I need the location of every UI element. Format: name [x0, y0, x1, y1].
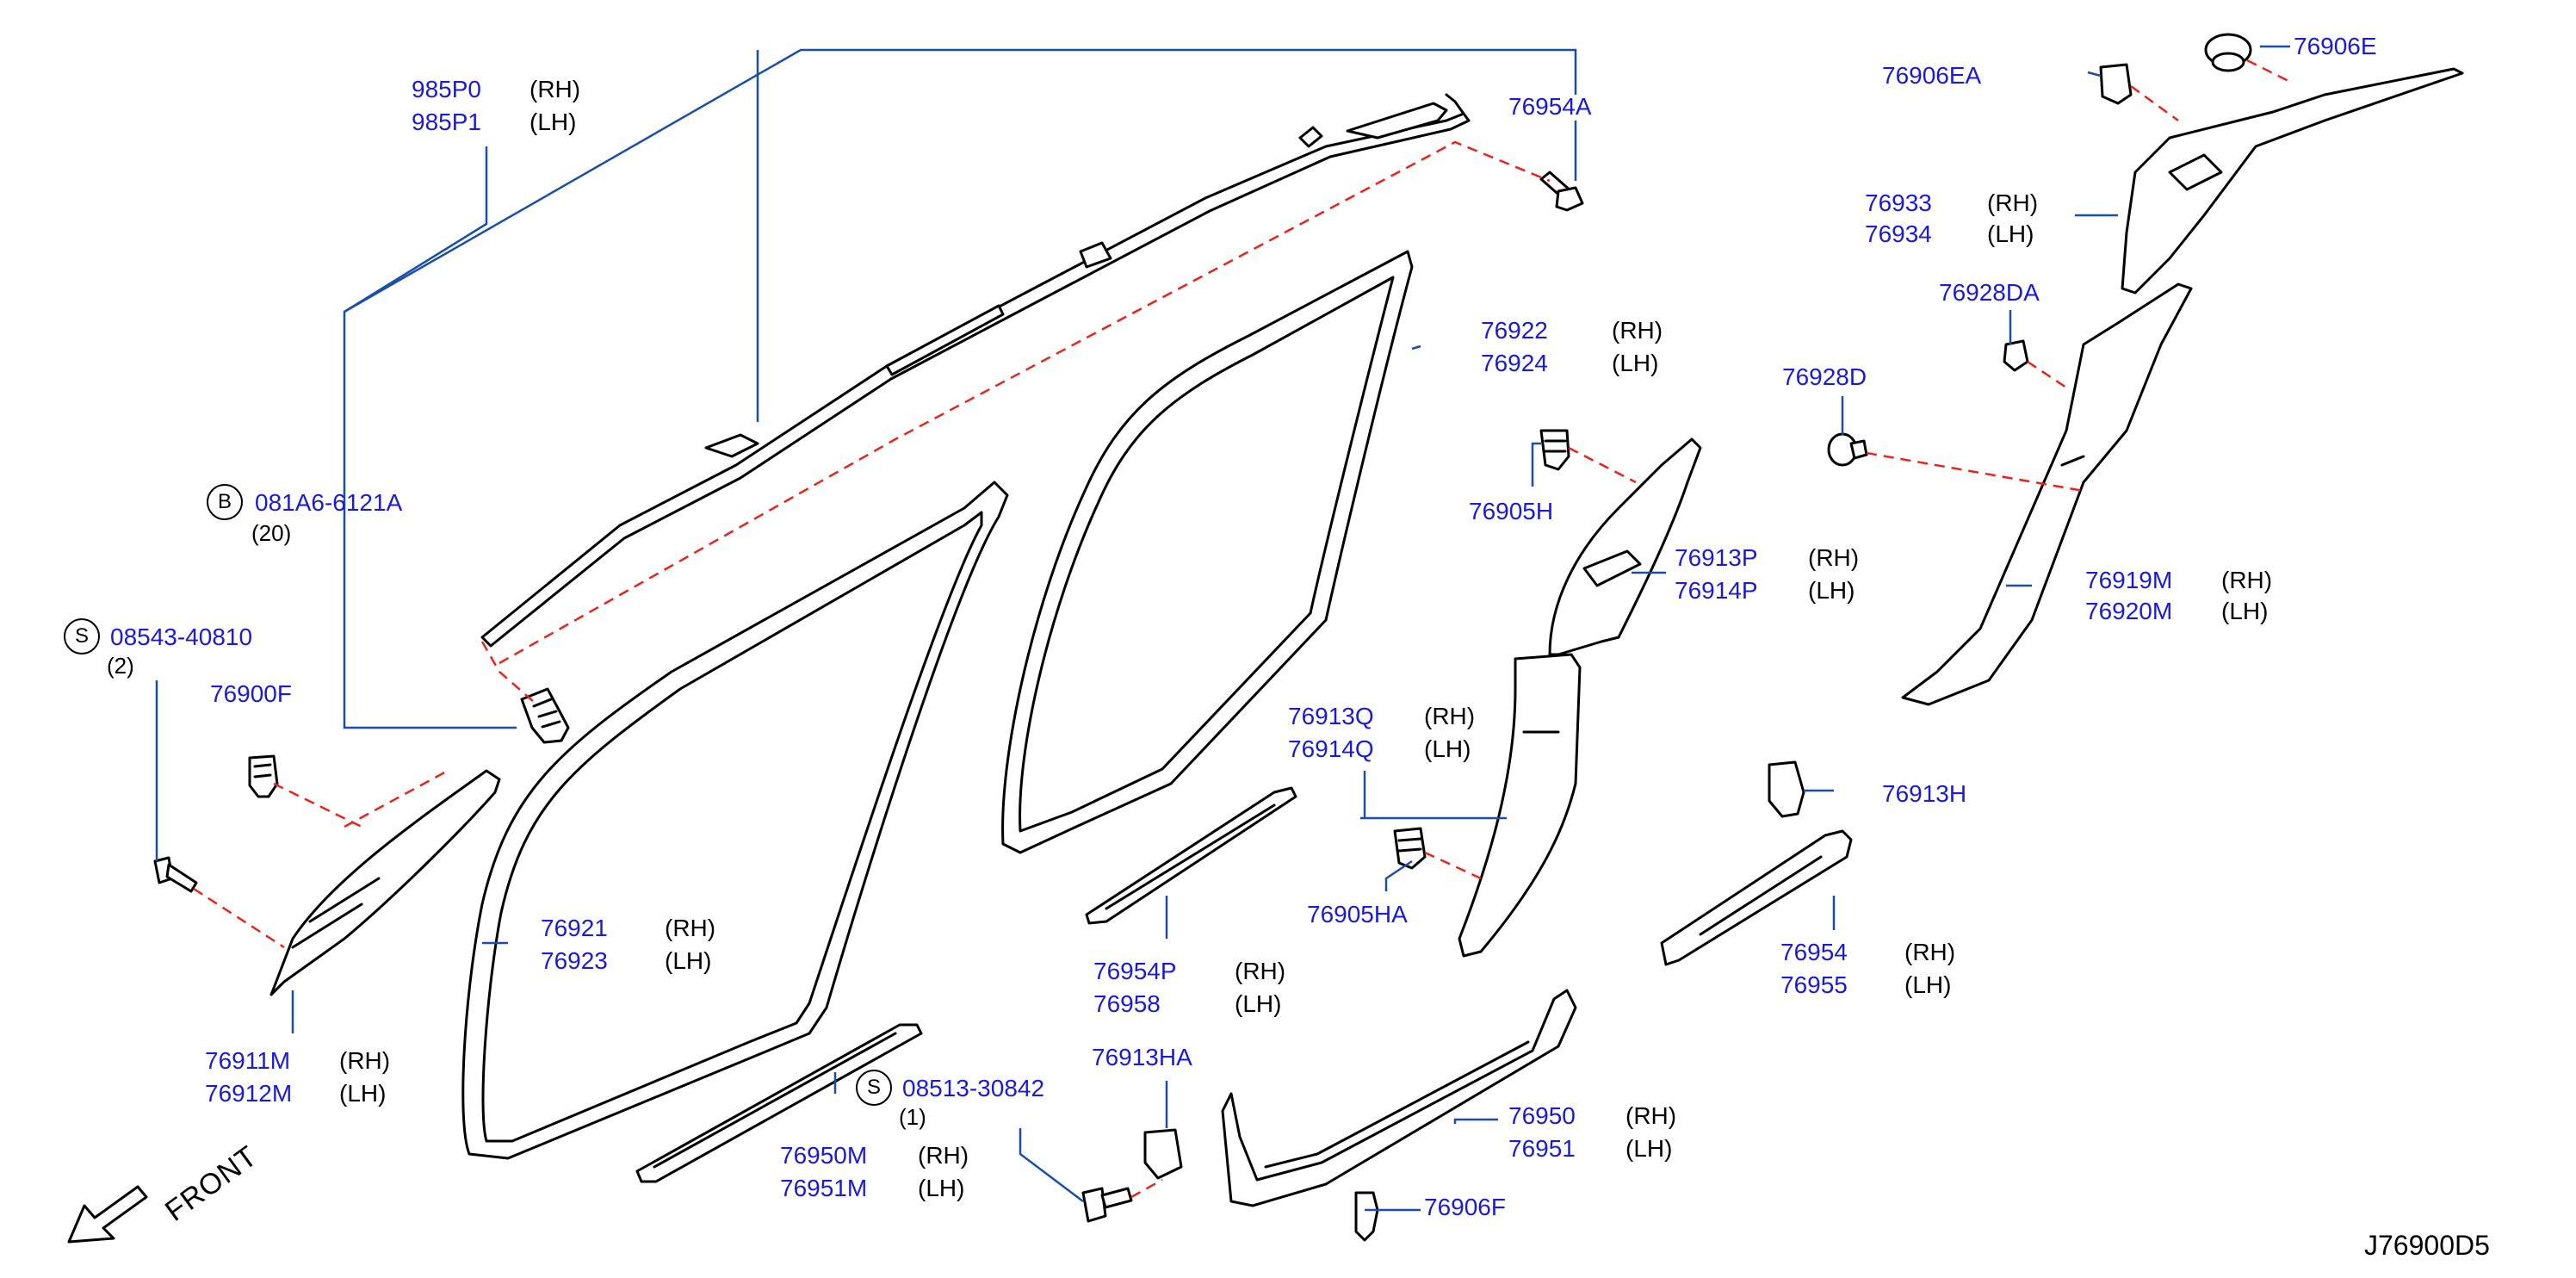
side-lh: (LH)	[1904, 971, 1952, 998]
front-door-weatherstrip[interactable]	[461, 481, 1009, 1160]
clip-76905h[interactable]	[1539, 429, 1570, 471]
clip-76913ha[interactable]	[1143, 1128, 1183, 1180]
symbol-s: S	[856, 1070, 892, 1106]
label-76958[interactable]: 76958	[1093, 990, 1161, 1017]
label-76906f[interactable]: 76906F	[1424, 1194, 1506, 1220]
clip-76928d[interactable]	[1827, 432, 1868, 467]
c-pillar-trim[interactable]	[1901, 282, 2193, 706]
label-76912m[interactable]: 76912M	[205, 1080, 293, 1107]
side-lh: (LH)	[529, 109, 577, 135]
label-76954p[interactable]: 76954P	[1093, 958, 1177, 984]
label-76913p[interactable]: 76913P	[1675, 544, 1758, 571]
side-rh: (RH)	[665, 915, 716, 941]
label-76920m[interactable]: 76920M	[2085, 598, 2173, 624]
a-pillar-trim[interactable]	[269, 769, 501, 996]
screw-08513[interactable]	[1081, 1187, 1133, 1223]
side-lh: (LH)	[2221, 598, 2269, 624]
label-76913h[interactable]: 76913H	[1882, 780, 1967, 807]
qty-08543: (2)	[107, 653, 134, 679]
clip-76928da[interactable]	[2003, 339, 2029, 372]
label-76951[interactable]: 76951	[1508, 1135, 1576, 1162]
label-081a6-6121a[interactable]: 081A6-6121A	[255, 489, 403, 516]
figure-code: J76900D5	[2364, 1230, 2490, 1261]
side-lh: (LH)	[665, 947, 712, 974]
label-76914p[interactable]: 76914P	[1675, 577, 1758, 604]
assembly-lines	[193, 59, 2291, 1199]
rear-scuff-plate[interactable]	[1085, 786, 1297, 925]
side-rh: (RH)	[1612, 317, 1663, 344]
label-76954a[interactable]: 76954A	[1508, 93, 1592, 120]
side-rh: (RH)	[529, 76, 581, 102]
side-lh: (LH)	[1808, 577, 1855, 604]
label-76951m[interactable]: 76951M	[780, 1175, 868, 1201]
label-76913q[interactable]: 76913Q	[1288, 703, 1374, 729]
label-76905ha[interactable]: 76905HA	[1307, 901, 1408, 927]
side-lh: (LH)	[1612, 350, 1659, 376]
label-76906ea[interactable]: 76906EA	[1882, 62, 1982, 89]
side-rh: (RH)	[1987, 189, 2039, 216]
side-rh: (RH)	[339, 1047, 391, 1074]
label-985p0[interactable]: 985P0	[412, 76, 481, 102]
side-lh: (LH)	[1424, 735, 1471, 762]
label-76954[interactable]: 76954	[1780, 939, 1848, 965]
qty-081a6: (20)	[251, 520, 292, 546]
screw-08543[interactable]	[153, 856, 198, 893]
symbol-s: S	[64, 618, 100, 655]
side-rh: (RH)	[1424, 703, 1476, 729]
clip-76906f[interactable]	[1354, 1191, 1379, 1242]
label-76955[interactable]: 76955	[1780, 971, 1848, 998]
label-985p1[interactable]: 985P1	[412, 109, 481, 135]
rear-side-sill-plate[interactable]	[1221, 989, 1577, 1207]
label-76933[interactable]: 76933	[1865, 189, 1932, 216]
label-76928da[interactable]: 76928DA	[1939, 279, 2040, 306]
clip-76905ha[interactable]	[1393, 827, 1427, 870]
front-kick-plate[interactable]	[635, 1023, 923, 1183]
b-pillar-lower-trim[interactable]	[1458, 653, 1582, 958]
label-76950m[interactable]: 76950M	[780, 1142, 868, 1169]
clip-76900f[interactable]	[248, 754, 279, 798]
label-76900f[interactable]: 76900F	[210, 680, 292, 707]
rear-door-weatherstrip[interactable]	[1001, 250, 1414, 854]
side-rh: (RH)	[2221, 567, 2273, 593]
label-76928d[interactable]: 76928D	[1782, 363, 1867, 390]
leader-lines	[155, 45, 2290, 1212]
side-rh: (RH)	[918, 1142, 969, 1169]
rear-scuff-76954[interactable]	[1660, 829, 1853, 966]
side-rh: (RH)	[1808, 544, 1860, 571]
label-76923[interactable]: 76923	[541, 947, 608, 974]
label-76914q[interactable]: 76914Q	[1288, 735, 1374, 762]
symbol-b: B	[207, 484, 243, 520]
label-08543-40810[interactable]: 08543-40810	[110, 623, 253, 650]
side-rh: (RH)	[1904, 939, 1956, 965]
label-76921[interactable]: 76921	[541, 915, 608, 941]
label-76922[interactable]: 76922	[1481, 317, 1548, 344]
clip-76906e[interactable]	[2204, 33, 2252, 72]
label-76924[interactable]: 76924	[1481, 350, 1548, 376]
clip-76906ea[interactable]	[2099, 63, 2133, 105]
label-76950[interactable]: 76950	[1508, 1102, 1576, 1129]
side-lh: (LH)	[1987, 220, 2034, 247]
side-lh: (LH)	[339, 1080, 387, 1107]
side-rh: (RH)	[1625, 1102, 1677, 1129]
label-76906e[interactable]: 76906E	[2294, 33, 2377, 59]
label-08513-30842[interactable]: 08513-30842	[902, 1075, 1045, 1101]
qty-08513: (1)	[899, 1104, 926, 1130]
rear-upper-trim[interactable]	[2121, 67, 2464, 295]
side-lh: (LH)	[1235, 990, 1282, 1017]
side-rh: (RH)	[1235, 958, 1286, 984]
front-arrow-icon	[67, 1185, 148, 1244]
label-76919m[interactable]: 76919M	[2085, 567, 2173, 593]
roof-rail-trim[interactable]	[480, 93, 1471, 648]
bolt-76954a[interactable]	[1539, 171, 1584, 212]
clip-76913h[interactable]	[1768, 760, 1805, 818]
side-lh: (LH)	[1625, 1135, 1673, 1162]
side-lh: (LH)	[918, 1175, 965, 1201]
label-76934[interactable]: 76934	[1865, 220, 1932, 247]
label-76913ha[interactable]: 76913HA	[1092, 1044, 1192, 1070]
clip-081a6[interactable]	[520, 687, 570, 744]
label-76911m[interactable]: 76911M	[205, 1047, 291, 1074]
b-pillar-upper-trim[interactable]	[1548, 437, 1702, 656]
label-76905h[interactable]: 76905H	[1469, 498, 1554, 524]
